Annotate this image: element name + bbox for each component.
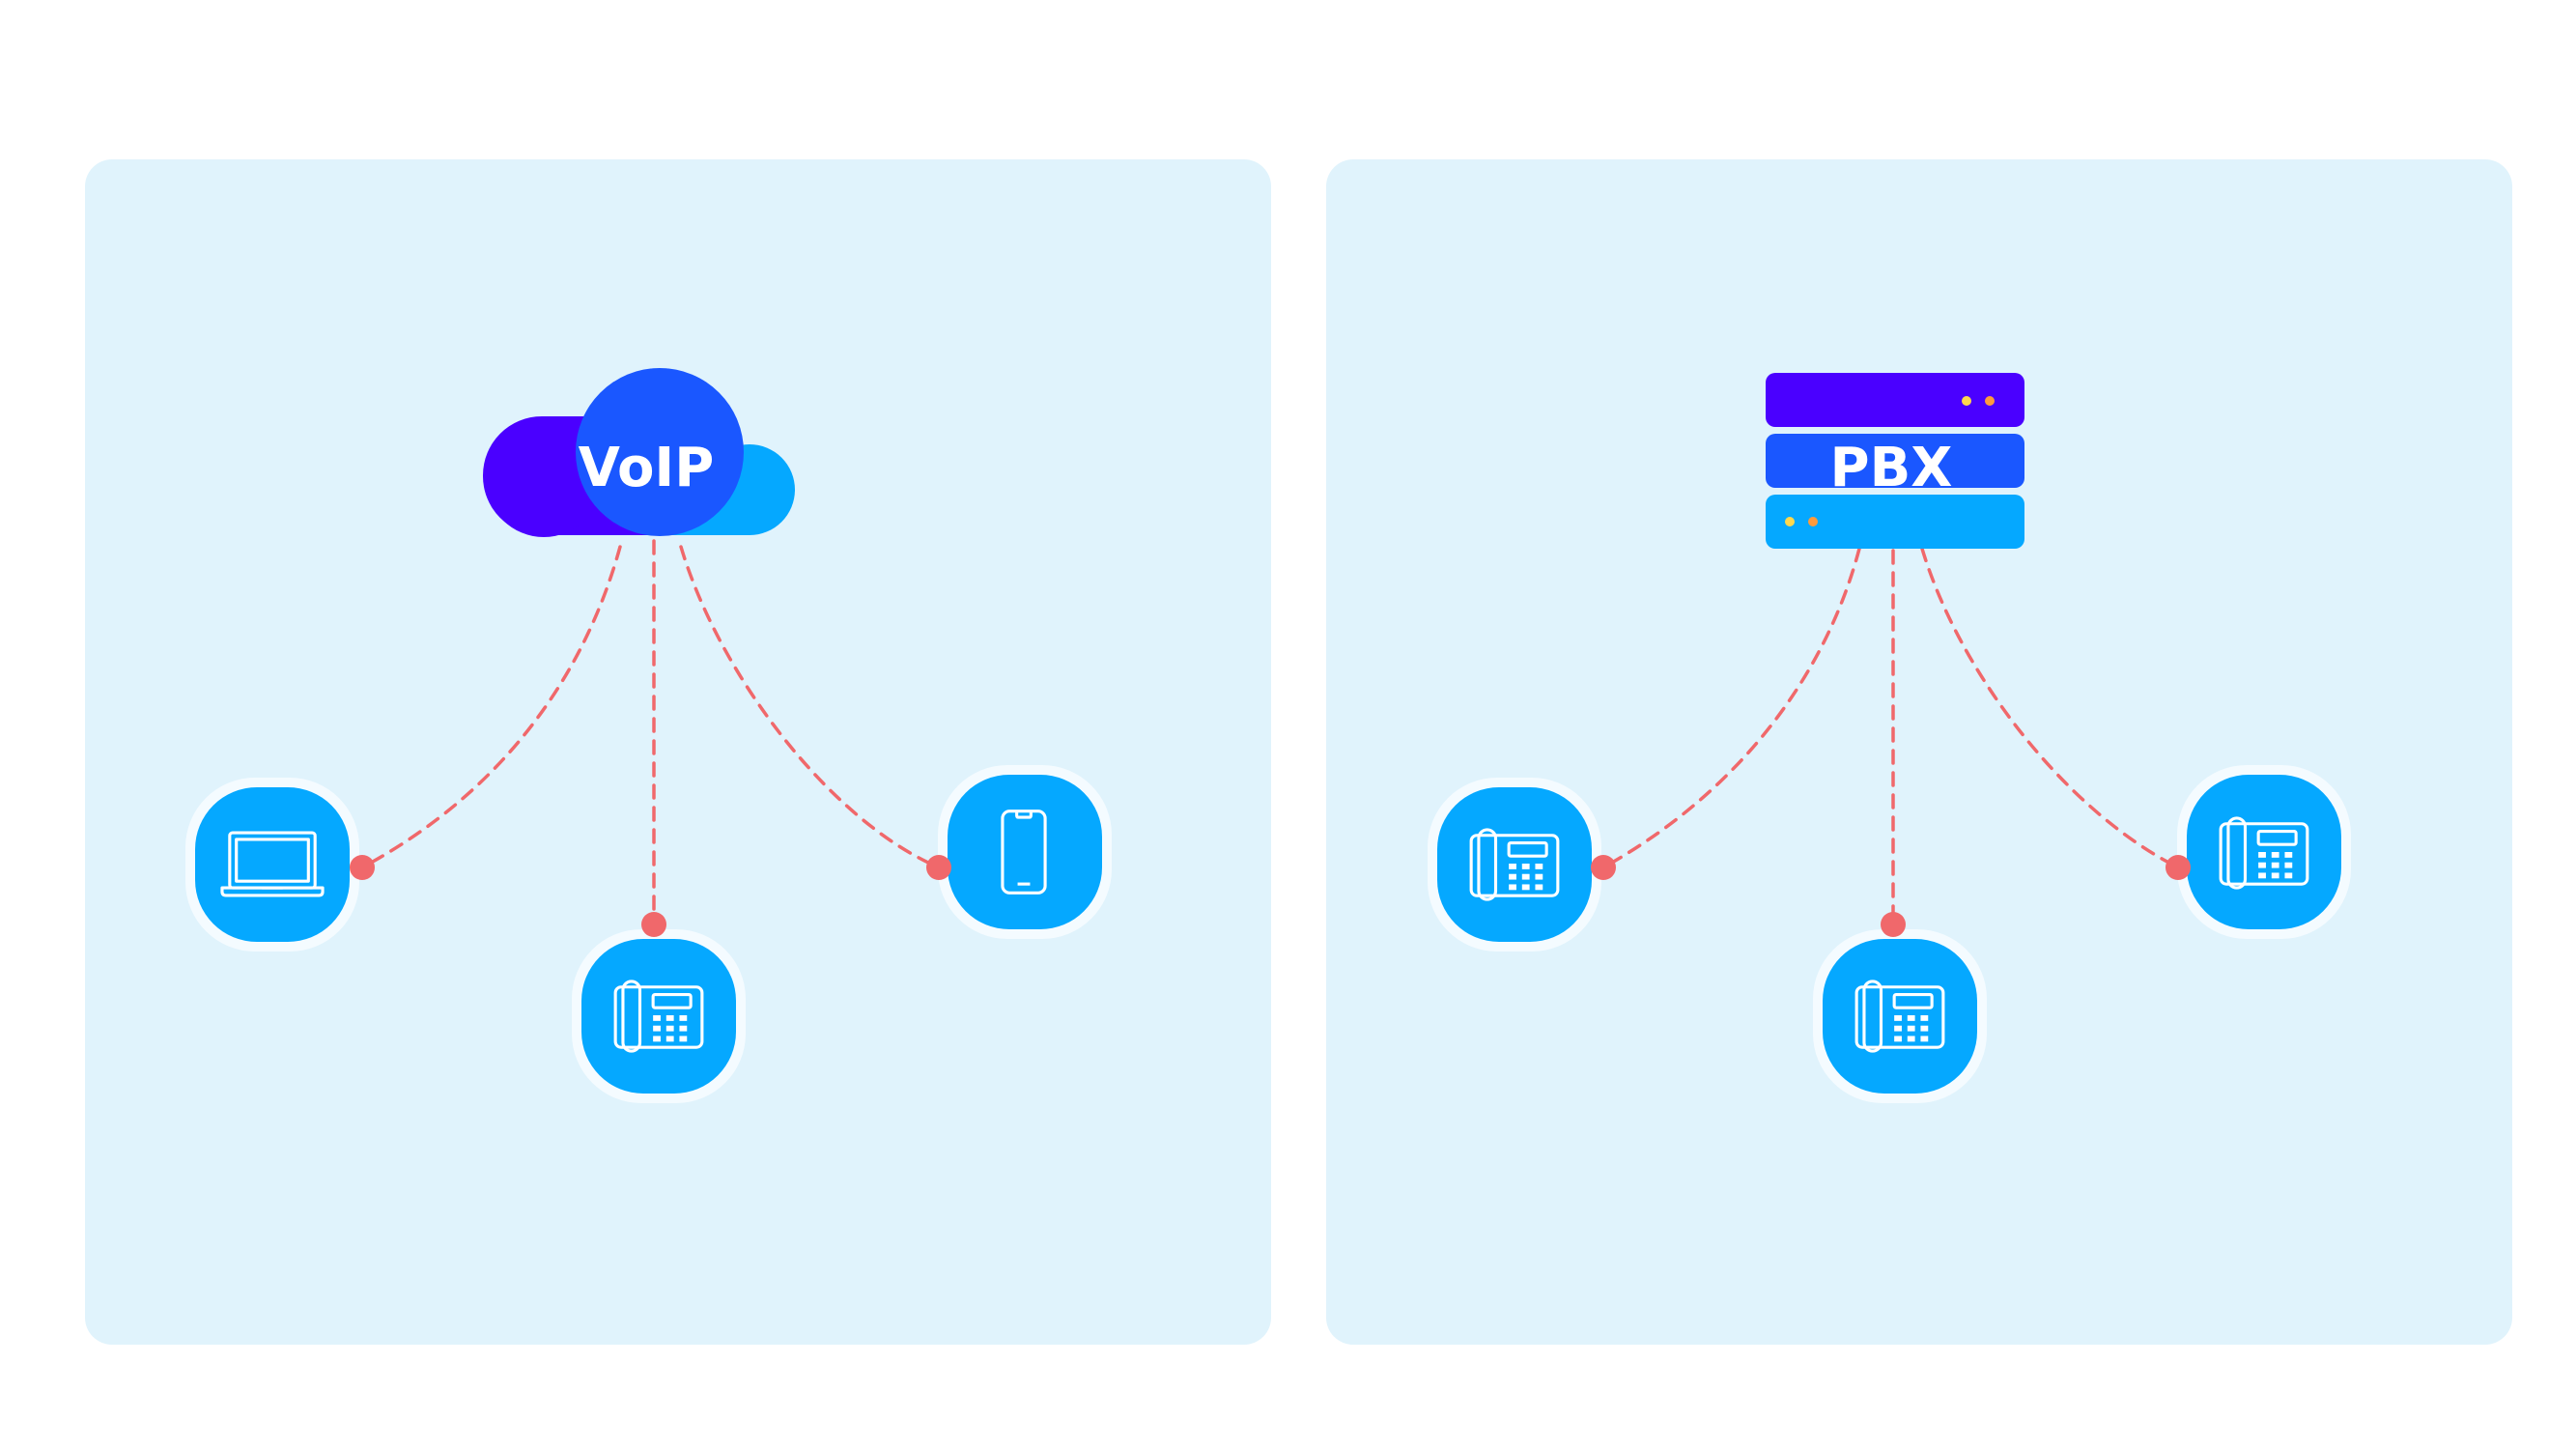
pbx-server: PBX (1766, 373, 2024, 549)
device-deskphone-right[interactable] (2177, 765, 2351, 939)
server-unit-middle (1766, 434, 2024, 488)
connector-pbx-phone-right (1920, 547, 2180, 869)
pbx-endpoints (1591, 855, 2191, 937)
server-unit-top (1766, 373, 2024, 427)
led-yellow (1785, 517, 1795, 526)
endpoint-dot (926, 855, 951, 880)
led-yellow (1962, 396, 1971, 406)
voip-endpoints (350, 855, 951, 937)
device-tile (195, 787, 350, 942)
connector-voip-laptop (360, 545, 622, 869)
device-smartphone[interactable] (938, 765, 1112, 939)
endpoint-dot (1591, 855, 1616, 880)
voip-panel (85, 159, 1271, 1345)
endpoint-dot (641, 912, 666, 937)
voip-connectors (360, 539, 941, 926)
pbx-panel (1326, 159, 2512, 1345)
cloud-bump-center (576, 368, 744, 536)
voip-label: VoIP (579, 437, 715, 499)
led-orange (1808, 517, 1818, 526)
voip-cloud: VoIP (482, 368, 795, 537)
cloud-bump-left (486, 421, 602, 537)
connector-voip-smartphone (679, 545, 941, 869)
endpoint-dot (2166, 855, 2191, 880)
device-tile (948, 775, 1102, 929)
device-deskphone[interactable] (572, 929, 746, 1103)
led-orange (1985, 396, 1995, 406)
pbx-connectors (1601, 547, 2180, 926)
endpoint-dot (1881, 912, 1906, 937)
device-deskphone-center[interactable] (1813, 929, 1987, 1103)
server-unit-bottom (1766, 495, 2024, 549)
device-deskphone-left[interactable] (1428, 778, 1601, 952)
connector-pbx-phone-left (1601, 547, 1861, 869)
endpoint-dot (350, 855, 375, 880)
device-laptop[interactable] (185, 778, 359, 952)
pbx-label: PBX (1830, 437, 1953, 499)
